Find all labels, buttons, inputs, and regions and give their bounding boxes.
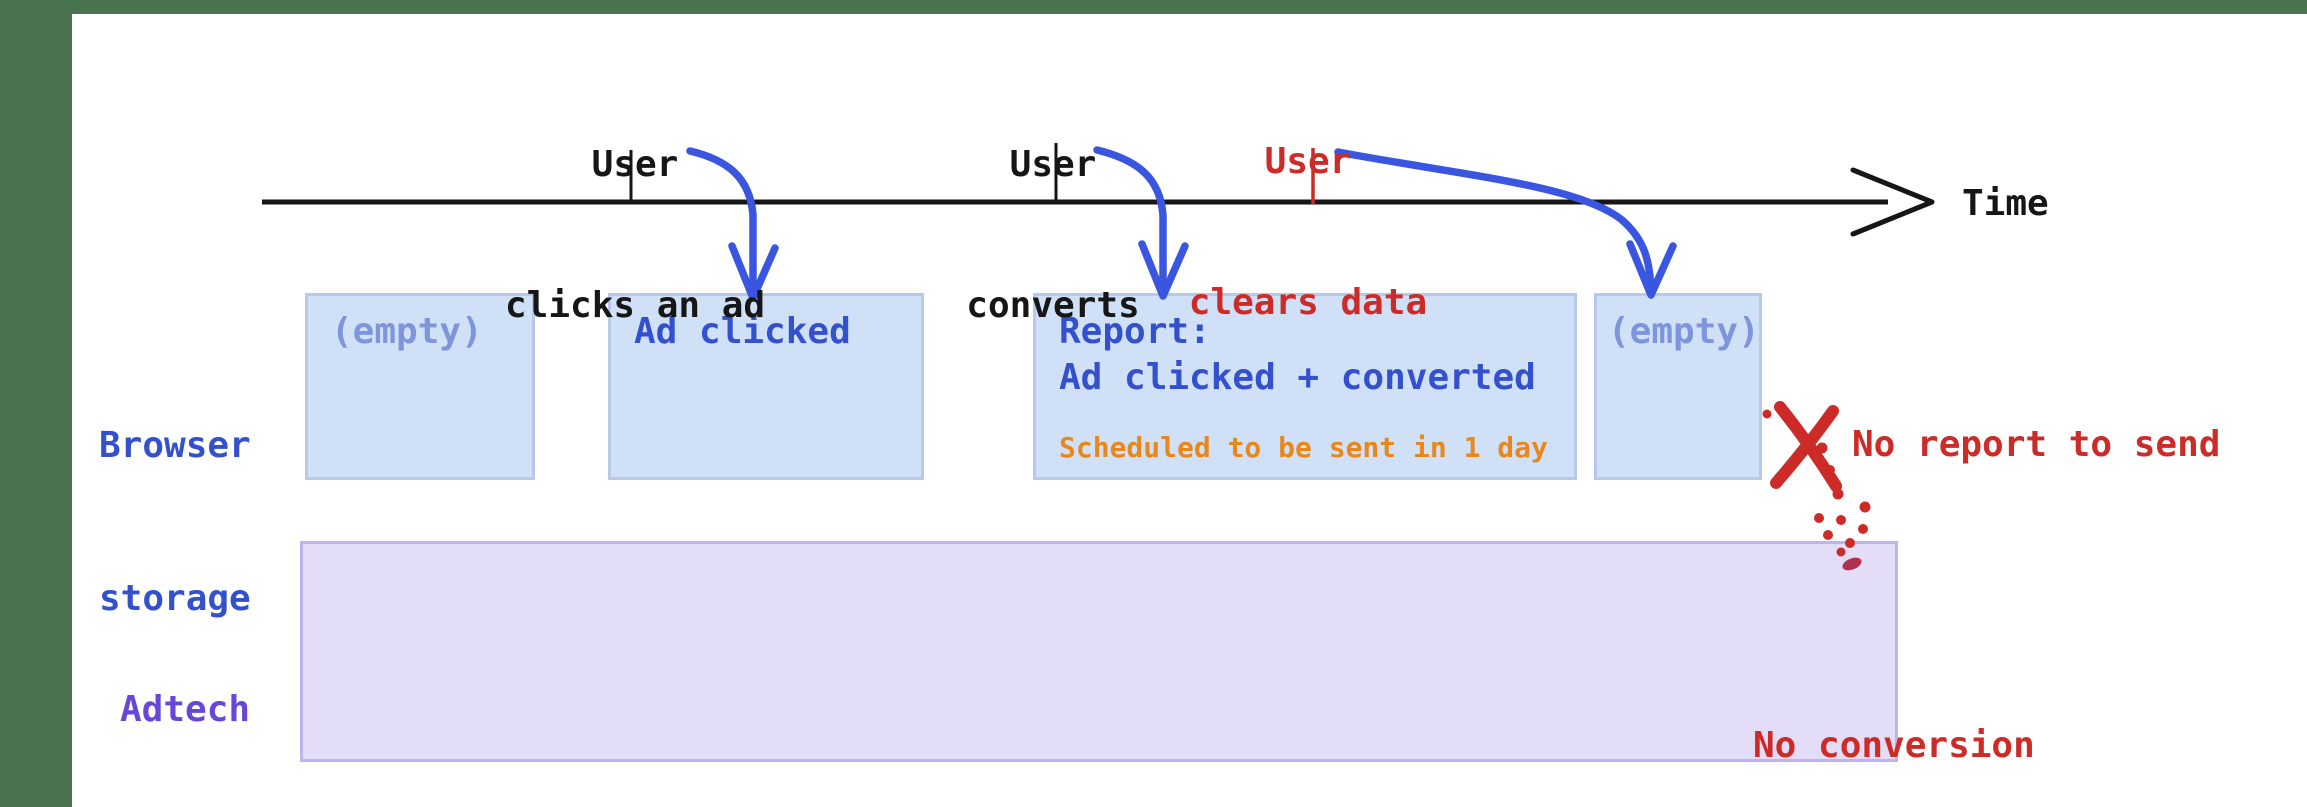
report-schedule-note: Scheduled to be sent in 1 day [1059,431,1548,464]
event-label-user-converts: User converts [966,144,1140,326]
adtech-server-box [300,541,1898,762]
annotation-no-conversion: No conversion reported to adtech [1753,725,2035,766]
report-title: Report: [1059,311,1211,352]
annotation-no-report: No report to send [1852,424,2221,465]
storage-box-report: Report: Ad clicked + converted Scheduled… [1033,293,1577,480]
storage-box-empty-2: (empty) [1594,293,1762,480]
storage-box-empty-1: (empty) [305,293,535,480]
window-edge-left [0,0,72,807]
event-label-user-clears-data: User clears data [1188,141,1428,323]
row-label-browser-storage: Browser storage [99,425,251,619]
report-contents: Ad clicked + converted [1059,357,1536,398]
time-axis-label: Time [1962,183,2049,224]
window-edge-top [0,0,2307,14]
storage-box-ad-clicked-label: Ad clicked [634,311,851,352]
event-label-user-clicks-ad: User clicks an ad [505,144,766,326]
timeline-arrowhead [1850,167,1935,237]
storage-box-empty-1-label: (empty) [331,311,483,352]
cross-x-mark [1770,401,1842,492]
row-label-adtech-server: Adtech server [120,689,251,730]
storage-box-empty-2-label: (empty) [1608,311,1760,352]
storage-box-ad-clicked: Ad clicked [608,293,924,480]
